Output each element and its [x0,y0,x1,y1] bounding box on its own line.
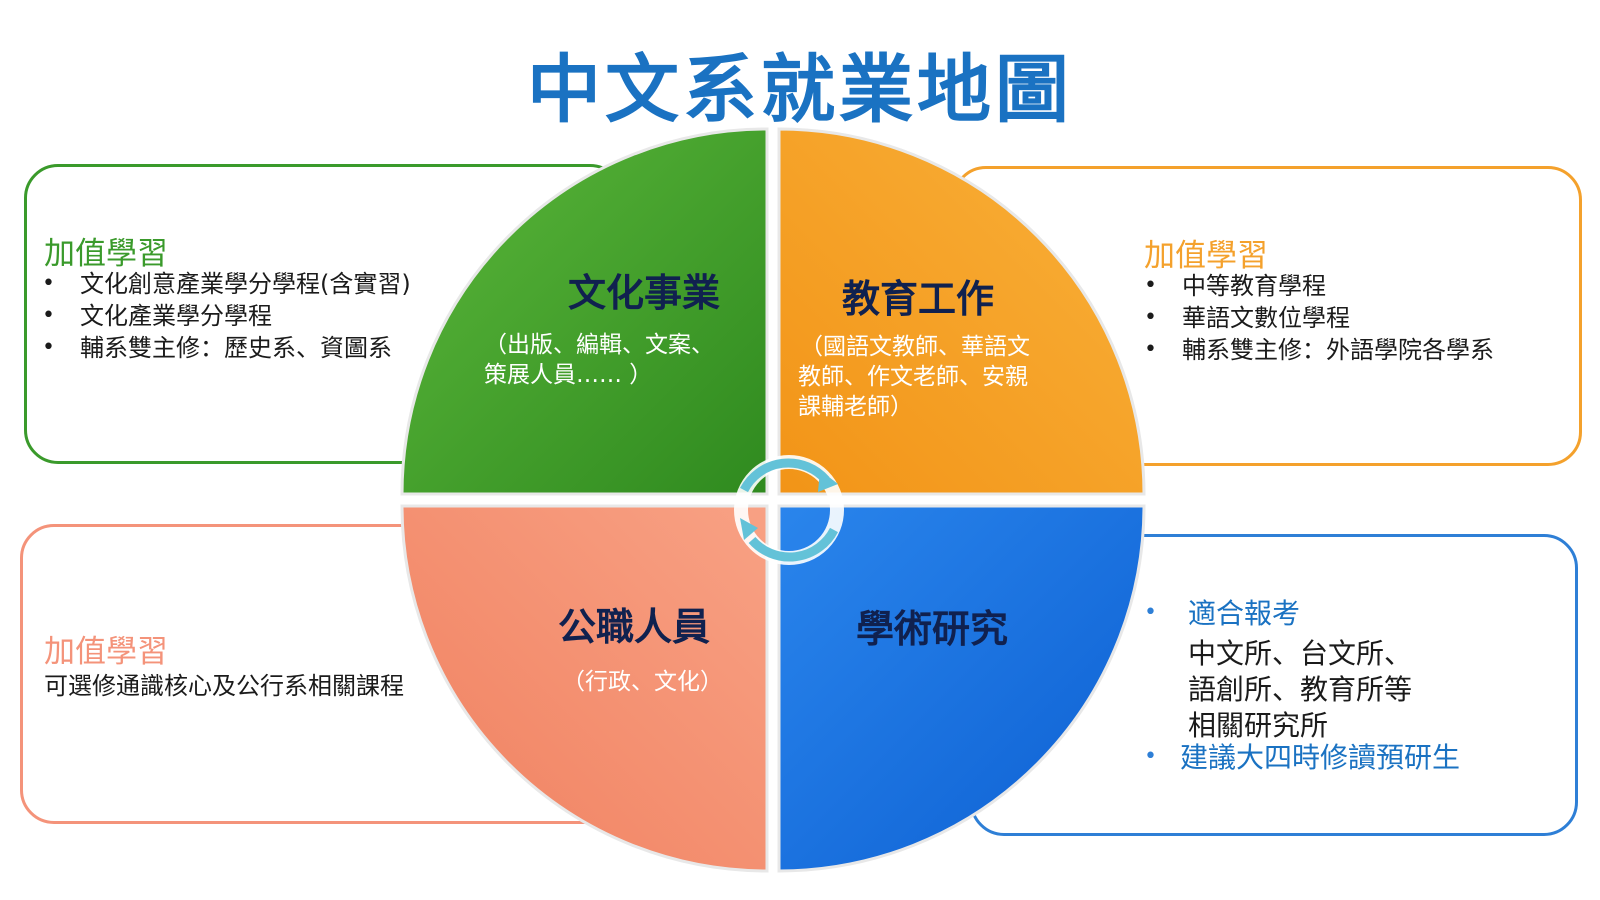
bullet-icon: • [42,335,55,360]
panel-tr-list: •中等教育學程 •華語文數位學程 •輔系雙主修：外語學院各學系 [1144,270,1494,366]
list-item: •華語文數位學程 [1144,304,1350,332]
quadrant-civil-sub: （行政、文化） [562,669,723,695]
panel-br-item2: 建議大四時修讀預研生 [1180,741,1461,774]
quadrant-education-sub: 課輔老師） [798,394,913,420]
quadrant-education-sub: 教師、作文老師、安親 [798,364,1028,390]
quadrant-research [777,504,1146,873]
quadrant-culture-sub: （出版、編輯、文案、 [484,332,714,358]
quadrant-culture-label: 文化事業 [568,271,721,315]
quadrant-civil-label: 公職人員 [558,605,711,649]
panel-br-item1-line: 語創所、教育所等 [1188,673,1413,706]
quadrant-civil [400,504,769,873]
quadrant-research-label: 學術研究 [856,607,1009,651]
list-item: •中等教育學程 [1144,272,1326,300]
bullet-icon: • [42,303,55,328]
bullet-icon: • [1144,337,1157,362]
bullet-icon: • [1144,305,1157,330]
bullet-icon: • [42,271,55,296]
cycle-arrows-icon [734,455,844,565]
panel-tl-heading: 加值學習 [44,236,168,272]
panel-tl-list: •文化創意產業學分學程(含實習) •文化產業學分學程 •輔系雙主修：歷史系、資圖… [42,268,411,364]
panel-bl-text: 可選修通識核心及公行系相關課程 [44,672,404,700]
quadrant-education-sub: （國語文教師、華語文 [800,334,1030,360]
bullet-icon: • [1144,273,1157,298]
panel-br-item1-line: 中文所、台文所、 [1188,637,1413,670]
bullet-icon: • [1144,600,1157,625]
list-item: •文化產業學分學程 [42,302,272,330]
panel-br-item1-title: 適合報考 [1188,597,1301,630]
panel-br-item1-line: 相關研究所 [1188,709,1329,742]
quadrant-culture [400,127,769,496]
list-item: •文化創意產業學分學程(含實習) [42,270,411,298]
quadrant-education-label: 教育工作 [842,277,995,321]
list-item: •輔系雙主修：外語學院各學系 [1144,336,1494,364]
quadrant-education [777,127,1146,496]
page-title: 中文系就業地圖 [527,47,1073,133]
bullet-icon: • [1144,744,1157,769]
list-item: •輔系雙主修：歷史系、資圖系 [42,334,392,362]
panel-tr-heading: 加值學習 [1144,238,1268,274]
quadrant-culture-sub: 策展人員…… ） [484,362,653,388]
panel-bl-heading: 加值學習 [44,634,168,670]
